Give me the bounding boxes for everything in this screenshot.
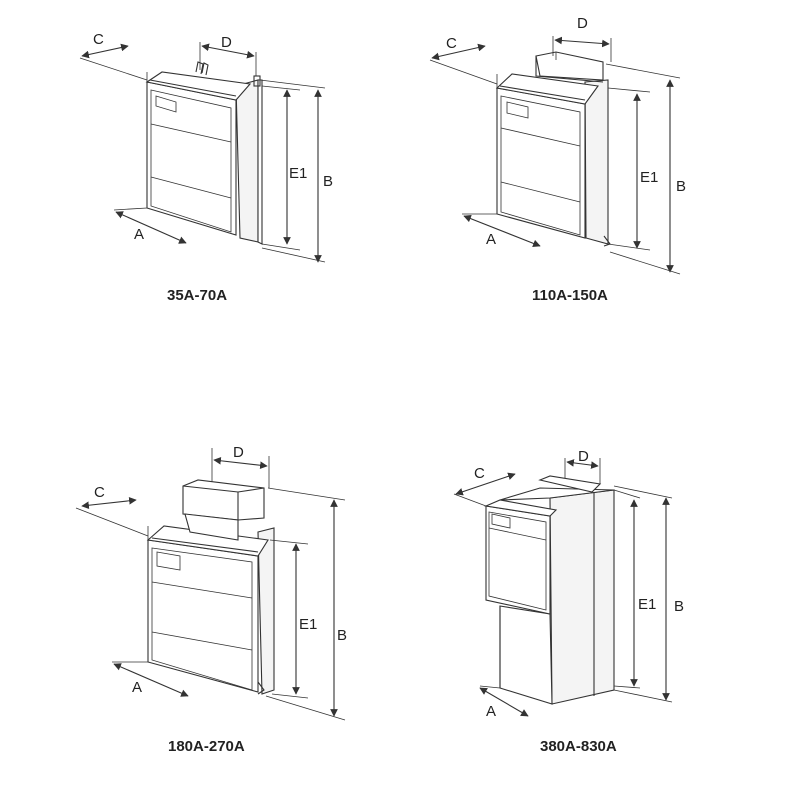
label-b: B: [676, 178, 686, 195]
label-c: C: [93, 31, 104, 48]
label-b: B: [323, 173, 333, 190]
figure-110a-150a: C D E1 B A 110A-150A: [429, 15, 686, 304]
label-b: B: [337, 627, 347, 644]
label-e1: E1: [289, 165, 307, 182]
label-b: B: [674, 598, 684, 615]
label-d: D: [221, 34, 232, 51]
figure-180a-270a: C D E1 B A 180A-270A: [75, 444, 347, 755]
caption-380a-830a: 380A-830A: [540, 738, 617, 755]
label-e1: E1: [640, 169, 658, 186]
label-d: D: [577, 15, 588, 32]
label-d: D: [233, 444, 244, 461]
caption-180a-270a: 180A-270A: [168, 738, 245, 755]
label-a: A: [134, 226, 144, 243]
label-e1: E1: [299, 616, 317, 633]
figure-35a-70a: C D E1 B A 35A-70A: [79, 31, 333, 304]
label-c: C: [474, 465, 485, 482]
label-c: C: [446, 35, 457, 52]
caption-35a-70a: 35A-70A: [167, 287, 227, 304]
caption-110a-150a: 110A-150A: [532, 287, 608, 304]
label-a: A: [486, 231, 496, 248]
label-a: A: [486, 703, 496, 720]
label-a: A: [132, 679, 142, 696]
label-e1: E1: [638, 596, 656, 613]
figure-380a-830a: C D E1 B A 380A-830A: [453, 448, 684, 755]
label-c: C: [94, 484, 105, 501]
label-d: D: [578, 448, 589, 465]
